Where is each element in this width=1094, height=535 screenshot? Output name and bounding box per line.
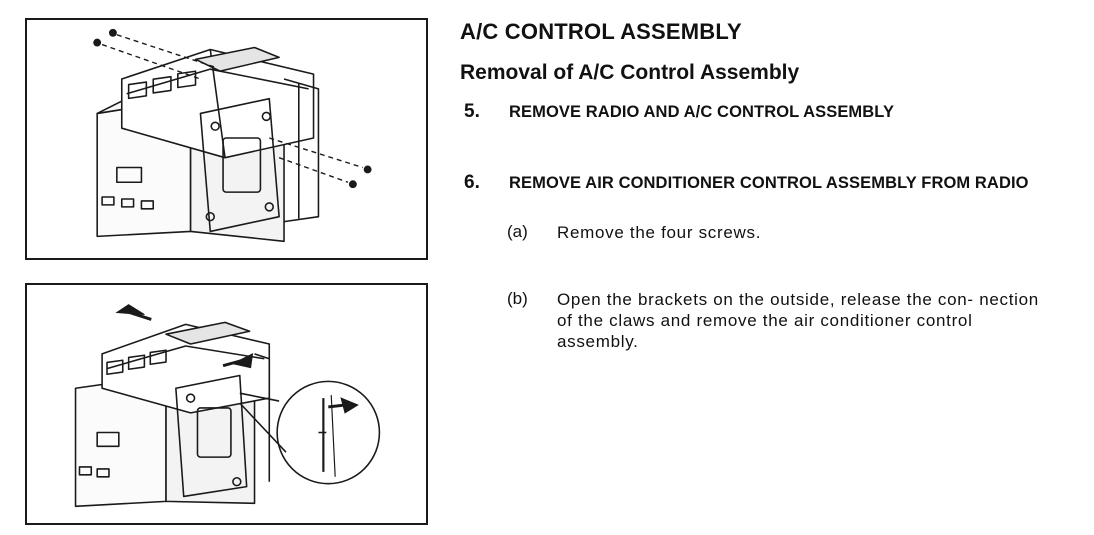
substep-text: Open the brackets on the outside, releas… xyxy=(557,290,1039,351)
step-text: REMOVE RADIO AND A/C CONTROL ASSEMBLY xyxy=(509,103,895,121)
substep-label: (b) xyxy=(507,289,528,308)
radio-assembly-screws-illustration xyxy=(93,28,372,243)
step-number: 5. xyxy=(464,101,480,122)
step-text: REMOVE AIR CONDITIONER CONTROL ASSEMBLY … xyxy=(509,174,1029,192)
figure-brackets-claws xyxy=(25,283,428,525)
substep-text: Remove the four screws. xyxy=(557,223,762,242)
figure-screws-removal xyxy=(25,18,428,260)
step-number: 6. xyxy=(464,172,480,193)
substep-label: (a) xyxy=(507,222,528,241)
subsection-title: Removal of A/C Control Assembly xyxy=(460,61,800,84)
radio-assembly-brackets-claws-illustration xyxy=(74,304,381,508)
section-title: A/C CONTROL ASSEMBLY xyxy=(460,19,742,44)
